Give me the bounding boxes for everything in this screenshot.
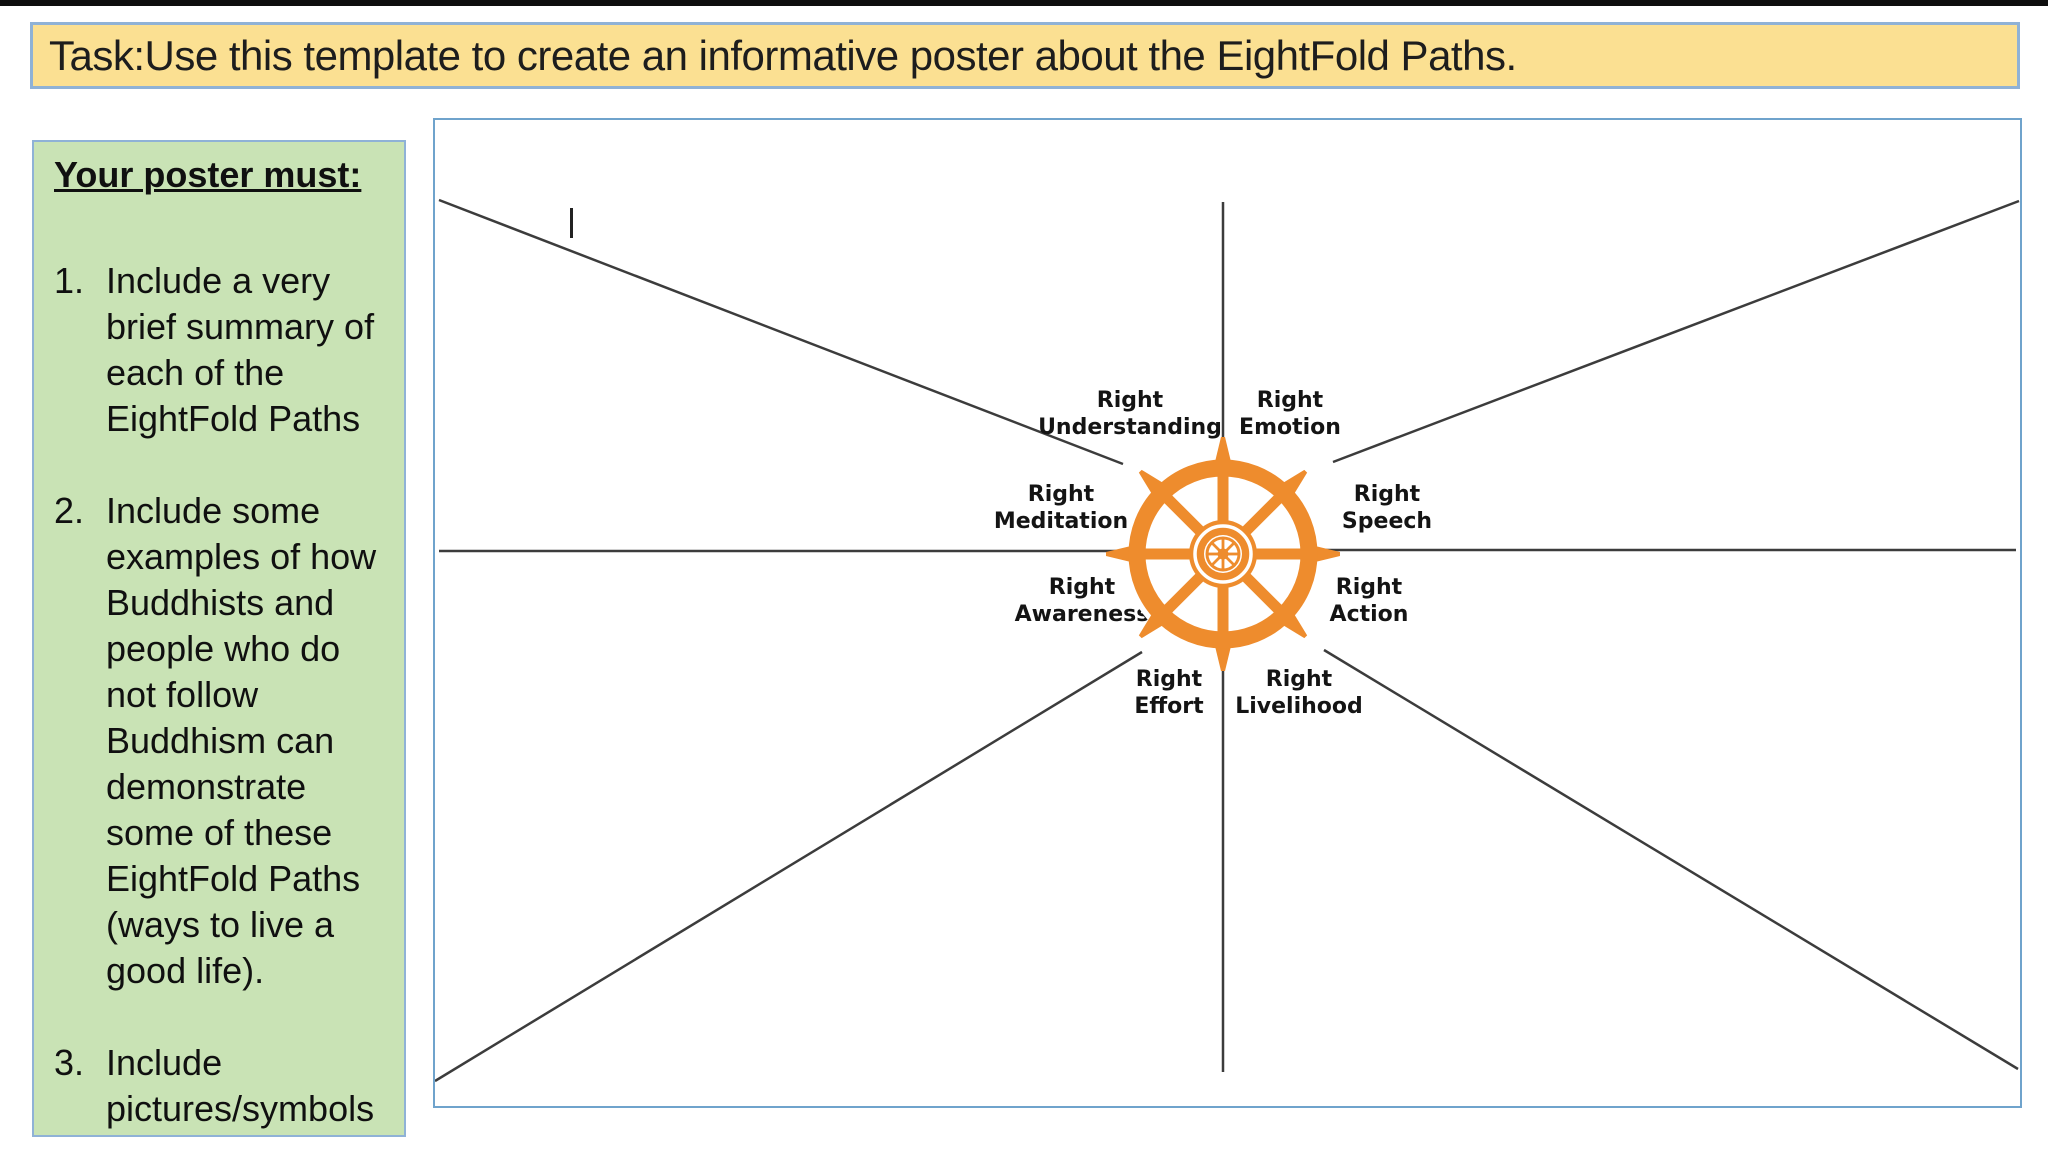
- label-right-action: Right Action: [1329, 575, 1409, 627]
- wheel-rim: [1128, 459, 1318, 649]
- ray-southwest: [435, 650, 1143, 1083]
- poster-canvas[interactable]: Right Understanding Right Emotion Right …: [433, 118, 2022, 1108]
- spider-diagram-lines: [435, 198, 2020, 1083]
- task-banner[interactable]: Task:Use this template to create an info…: [30, 22, 2020, 89]
- requirement-number: 3.: [54, 1042, 85, 1083]
- requirement-text: Include some examples of how Buddhists a…: [106, 490, 377, 991]
- requirement-number: 1.: [54, 260, 85, 301]
- screen-top-edge: [0, 0, 2048, 6]
- text-cursor: [570, 208, 573, 238]
- ray-northeast: [1332, 199, 2020, 464]
- label-right-speech: Right Speech: [1341, 482, 1433, 534]
- dharma-wheel-icon: [1106, 437, 1340, 671]
- requirements-heading: Your poster must:: [54, 154, 362, 195]
- task-banner-text: Task:Use this template to create an info…: [49, 31, 1517, 79]
- requirement-item: 2. Include some examples of how Buddhist…: [54, 488, 394, 994]
- ray-southeast: [1323, 648, 2019, 1071]
- label-right-emotion: Right Emotion: [1239, 388, 1341, 440]
- wheel-art: [1106, 437, 1340, 671]
- requirement-text: Include pictures/symbols: [106, 1042, 375, 1129]
- requirement-number: 2.: [54, 490, 85, 531]
- label-right-awareness: Right Awareness: [1014, 575, 1150, 627]
- wheel-hub: [1189, 520, 1257, 588]
- label-right-understanding: Right Understanding: [1038, 388, 1222, 440]
- requirement-item: 1. Include a very brief summary of each …: [54, 258, 394, 442]
- requirement-item: 3. Include pictures/symbols: [54, 1040, 394, 1132]
- label-right-effort: Right Effort: [1134, 667, 1204, 719]
- requirement-text: Include a very brief summary of each of …: [106, 260, 375, 439]
- label-right-livelihood: Right Livelihood: [1235, 667, 1363, 719]
- ray-northwest: [438, 198, 1124, 466]
- requirements-panel[interactable]: Your poster must: 1. Include a very brie…: [32, 140, 406, 1137]
- label-right-meditation: Right Meditation: [993, 482, 1129, 534]
